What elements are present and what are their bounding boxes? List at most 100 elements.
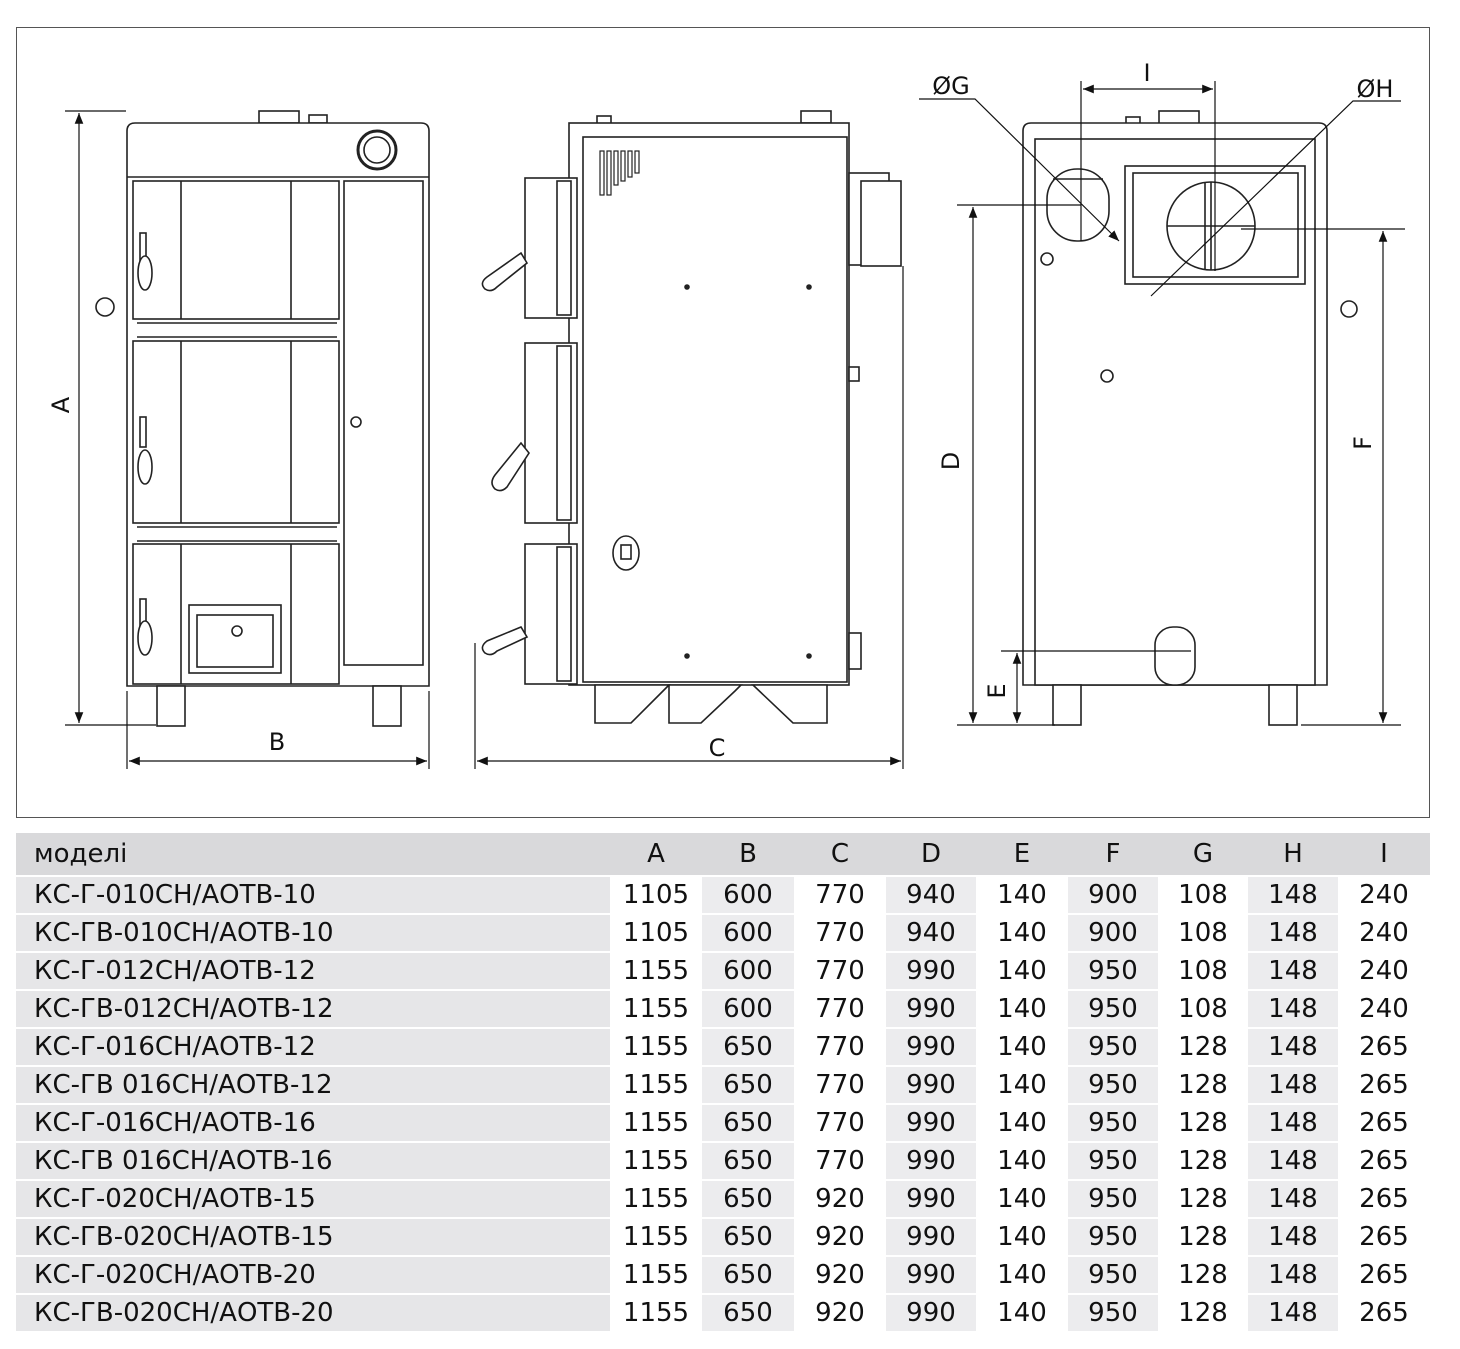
dimension-cell-c: 770 xyxy=(794,915,886,953)
dimension-cell-a: 1155 xyxy=(610,953,702,991)
dimension-cell-i: 240 xyxy=(1338,953,1430,991)
dimension-cell-f: 950 xyxy=(1068,1029,1158,1067)
dimension-cell-f: 950 xyxy=(1068,953,1158,991)
model-name-cell: КС-Г-016СН/АОТВ-16 xyxy=(16,1105,610,1143)
header-c: C xyxy=(794,833,886,877)
dimension-cell-d: 940 xyxy=(886,915,976,953)
dimension-cell-h: 148 xyxy=(1248,1143,1338,1181)
model-name-cell: КС-Г-010СН/АОТВ-10 xyxy=(16,877,610,915)
dimension-cell-c: 770 xyxy=(794,1029,886,1067)
dimension-cell-f: 950 xyxy=(1068,991,1158,1029)
dimension-cell-f: 950 xyxy=(1068,1257,1158,1295)
dimension-cell-g: 108 xyxy=(1158,991,1248,1029)
dimension-cell-i: 265 xyxy=(1338,1067,1430,1105)
dimension-cell-a: 1155 xyxy=(610,1105,702,1143)
dimension-cell-b: 650 xyxy=(702,1029,794,1067)
dimension-cell-e: 140 xyxy=(976,1029,1068,1067)
dimension-cell-f: 900 xyxy=(1068,915,1158,953)
dimension-cell-i: 265 xyxy=(1338,1029,1430,1067)
dimension-cell-g: 128 xyxy=(1158,1257,1248,1295)
front-view xyxy=(95,110,430,727)
dimension-cell-i: 265 xyxy=(1338,1295,1430,1333)
dimension-cell-f: 950 xyxy=(1068,1181,1158,1219)
dimension-cell-e: 140 xyxy=(976,991,1068,1029)
dimension-cell-i: 265 xyxy=(1338,1181,1430,1219)
dim-label-a: A xyxy=(47,396,75,413)
dimension-cell-b: 650 xyxy=(702,1105,794,1143)
dimension-cell-e: 140 xyxy=(976,1067,1068,1105)
dimension-cell-d: 990 xyxy=(886,1257,976,1295)
header-g: G xyxy=(1158,833,1248,877)
dimension-cell-a: 1105 xyxy=(610,915,702,953)
dimension-cell-g: 128 xyxy=(1158,1105,1248,1143)
dim-label-f: F xyxy=(1349,436,1377,450)
dimension-cell-c: 920 xyxy=(794,1295,886,1333)
header-b: B xyxy=(702,833,794,877)
dimension-cell-d: 990 xyxy=(886,1219,976,1257)
dimension-cell-e: 140 xyxy=(976,1257,1068,1295)
dimension-cell-e: 140 xyxy=(976,1105,1068,1143)
dimension-cell-i: 265 xyxy=(1338,1143,1430,1181)
model-name-cell: КС-ГВ-020СН/АОТВ-15 xyxy=(16,1219,610,1257)
dimension-cell-c: 920 xyxy=(794,1219,886,1257)
header-h: H xyxy=(1248,833,1338,877)
technical-drawing: A B C xyxy=(16,27,1430,818)
dimension-cell-g: 128 xyxy=(1158,1143,1248,1181)
dimension-cell-g: 108 xyxy=(1158,953,1248,991)
dim-label-c: C xyxy=(709,734,726,762)
dimension-cell-c: 770 xyxy=(794,1105,886,1143)
header-d: D xyxy=(886,833,976,877)
dimension-cell-c: 920 xyxy=(794,1257,886,1295)
model-name-cell: КС-ГВ-010СН/АОТВ-10 xyxy=(16,915,610,953)
dimension-cell-c: 770 xyxy=(794,991,886,1029)
dimension-cell-f: 950 xyxy=(1068,1219,1158,1257)
dimension-cell-d: 990 xyxy=(886,1143,976,1181)
model-name-cell: КС-ГВ 016СН/АОТВ-16 xyxy=(16,1143,610,1181)
dimension-cell-b: 600 xyxy=(702,991,794,1029)
dimension-cell-b: 650 xyxy=(702,1257,794,1295)
dimension-cell-h: 148 xyxy=(1248,1067,1338,1105)
header-e: E xyxy=(976,833,1068,877)
dimension-cell-i: 265 xyxy=(1338,1219,1430,1257)
dimension-cell-i: 240 xyxy=(1338,991,1430,1029)
model-name-cell: КС-Г-020СН/АОТВ-20 xyxy=(16,1257,610,1295)
dimension-cell-d: 940 xyxy=(886,877,976,915)
header-a: A xyxy=(610,833,702,877)
dimension-cell-c: 770 xyxy=(794,1143,886,1181)
dimension-cell-a: 1155 xyxy=(610,1029,702,1067)
model-name-cell: КС-ГВ-012СН/АОТВ-12 xyxy=(16,991,610,1029)
dimension-cell-d: 990 xyxy=(886,1105,976,1143)
dimension-cell-d: 990 xyxy=(886,991,976,1029)
dimension-cell-h: 148 xyxy=(1248,1181,1338,1219)
dim-label-i: I xyxy=(1143,59,1150,87)
dimension-cell-h: 148 xyxy=(1248,953,1338,991)
dimension-cell-d: 990 xyxy=(886,1029,976,1067)
dimension-cell-i: 240 xyxy=(1338,877,1430,915)
dimension-cell-a: 1155 xyxy=(610,1219,702,1257)
dim-label-d: D xyxy=(937,452,965,470)
header-models: моделі xyxy=(16,833,610,877)
dimension-cell-h: 148 xyxy=(1248,991,1338,1029)
dimension-cell-e: 140 xyxy=(976,1143,1068,1181)
rear-view xyxy=(1022,110,1358,726)
dimension-cell-d: 990 xyxy=(886,1181,976,1219)
model-name-cell: КС-Г-016СН/АОТВ-12 xyxy=(16,1029,610,1067)
dimension-cell-b: 600 xyxy=(702,953,794,991)
dimension-cell-f: 950 xyxy=(1068,1143,1158,1181)
dimension-cell-b: 600 xyxy=(702,877,794,915)
dimension-cell-f: 950 xyxy=(1068,1105,1158,1143)
dimension-cell-e: 140 xyxy=(976,877,1068,915)
dimension-cell-g: 128 xyxy=(1158,1029,1248,1067)
dimension-cell-g: 128 xyxy=(1158,1067,1248,1105)
dimension-cell-h: 148 xyxy=(1248,1219,1338,1257)
dimension-cell-b: 650 xyxy=(702,1067,794,1105)
model-name-cell: КС-ГВ 016СН/АОТВ-12 xyxy=(16,1067,610,1105)
